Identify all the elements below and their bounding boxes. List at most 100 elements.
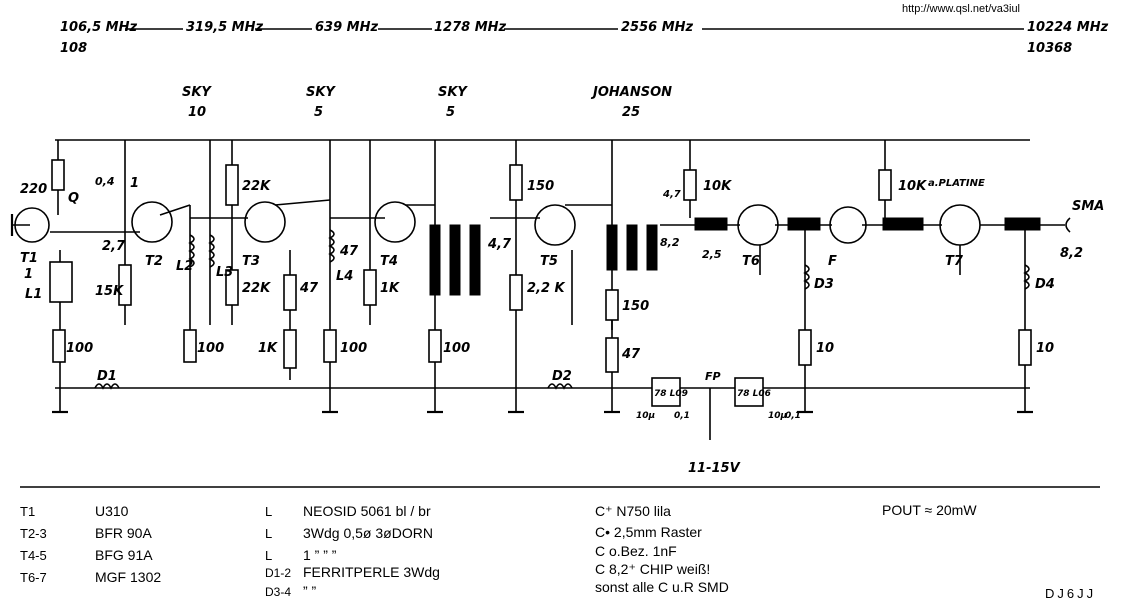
sky-number-2: 5 bbox=[314, 105, 323, 120]
bom-cap-note: C 8,2⁺ CHIP weiß! bbox=[595, 561, 710, 577]
inductor-l2 bbox=[188, 234, 195, 268]
label-r15k: 15K bbox=[95, 284, 124, 299]
label-t1: T1 bbox=[20, 251, 38, 266]
label-reg1: 78 L09 bbox=[654, 389, 688, 399]
bom-val: 1 ” ” ” bbox=[303, 547, 337, 563]
label-r100b: 100 bbox=[197, 341, 224, 356]
resistor-100d bbox=[428, 329, 442, 363]
bom-val: ” ” bbox=[303, 583, 317, 599]
bom-ref: L bbox=[265, 504, 272, 519]
filter-headers: SKY 10 SKY 5 SKY 5 JOHANSON 25 bbox=[182, 85, 672, 120]
label-f: F bbox=[828, 254, 837, 269]
label-r1ka: 1K bbox=[258, 341, 278, 356]
label-c4-7b: 4,7 bbox=[662, 189, 681, 200]
resistor-1ka bbox=[283, 329, 297, 369]
freq-6: 10224 MHz bbox=[1027, 20, 1109, 35]
label-r1kb: 1K bbox=[380, 281, 400, 296]
inductor-l1 bbox=[49, 261, 73, 303]
label-c10u2: 10µ bbox=[768, 411, 788, 421]
resistor-22ka bbox=[225, 164, 239, 206]
signature: DJ6JJ bbox=[1045, 586, 1096, 601]
johanson-label: JOHANSON bbox=[590, 85, 672, 100]
label-r220: 220 bbox=[20, 182, 47, 197]
label-t5: T5 bbox=[540, 254, 558, 269]
components bbox=[10, 159, 1071, 414]
label-c01b: 0,1 bbox=[785, 411, 801, 421]
bom-ref: T6-7 bbox=[20, 570, 47, 585]
label-d3: D3 bbox=[814, 277, 834, 292]
label-r47c: 47 bbox=[621, 347, 641, 362]
resistor-22kb bbox=[225, 269, 239, 306]
bom-val: U310 bbox=[95, 503, 129, 519]
bom-ref: T1 bbox=[20, 504, 35, 519]
label-r150b: 150 bbox=[622, 299, 649, 314]
bom-ref: T4-5 bbox=[20, 548, 47, 563]
component-labels: 220 Q 0,4 1 2,7 T1 1 L1 15K 100 D1 T2 L2… bbox=[20, 175, 1104, 476]
freq-6b: 10368 bbox=[1027, 41, 1072, 56]
label-q: Q bbox=[68, 191, 79, 206]
resistor-10a bbox=[798, 329, 812, 366]
resistor-10kb bbox=[878, 169, 892, 201]
stripline-2 bbox=[787, 217, 821, 231]
label-d1: D1 bbox=[97, 369, 117, 384]
label-fp: FP bbox=[705, 370, 721, 383]
bom-ref: D1-2 bbox=[265, 566, 291, 580]
label-t6: T6 bbox=[742, 254, 760, 269]
resonator-5 bbox=[626, 224, 638, 271]
resonator-3 bbox=[469, 224, 481, 296]
resonator-2 bbox=[449, 224, 461, 296]
freq-4: 1278 MHz bbox=[434, 20, 507, 35]
bom-val: FERRITPERLE 3Wdg bbox=[303, 564, 440, 580]
bom-ref: L bbox=[265, 526, 272, 541]
transistor-t2 bbox=[131, 201, 173, 243]
label-t1n: 1 bbox=[24, 267, 33, 282]
freq-3: 639 MHz bbox=[315, 20, 378, 35]
transistor-t3 bbox=[244, 201, 286, 243]
freq-1b: 108 bbox=[60, 41, 87, 56]
transistor-t4 bbox=[374, 201, 416, 243]
resistor-150b bbox=[605, 289, 619, 321]
sky-label-1: SKY bbox=[182, 85, 212, 100]
label-t4: T4 bbox=[380, 254, 398, 269]
resistor-15k bbox=[118, 264, 132, 306]
bom-cap-note: C• 2,5mm Raster bbox=[595, 524, 702, 540]
freq-2: 319,5 MHz bbox=[186, 20, 263, 35]
choke-d4 bbox=[1023, 264, 1030, 290]
resistor-47c bbox=[605, 337, 619, 373]
label-c0-4: 0,4 bbox=[95, 175, 115, 188]
bom-ref: L bbox=[265, 548, 272, 563]
label-c4-7: 4,7 bbox=[487, 237, 512, 252]
label-r100d: 100 bbox=[443, 341, 470, 356]
freq-5: 2556 MHz bbox=[621, 20, 694, 35]
transistor-t7 bbox=[939, 204, 981, 246]
sky-label-2: SKY bbox=[306, 85, 336, 100]
bom-ref: T2-3 bbox=[20, 526, 47, 541]
label-c10u: 10µ bbox=[636, 411, 656, 421]
resistor-220 bbox=[51, 159, 65, 191]
bom-ref: D3-4 bbox=[265, 585, 291, 599]
label-platine: a.PLATINE bbox=[928, 178, 985, 189]
label-r10ka: 10K bbox=[703, 179, 732, 194]
stripline-4 bbox=[1004, 217, 1041, 231]
transistor-t5 bbox=[534, 204, 576, 246]
label-sma: SMA bbox=[1072, 199, 1104, 214]
resonator-6 bbox=[646, 224, 658, 271]
bom-val: MGF 1302 bbox=[95, 569, 161, 585]
bom-val: NEOSID 5061 bl / br bbox=[303, 503, 431, 519]
stripline-3 bbox=[882, 217, 924, 231]
label-r150a: 150 bbox=[527, 179, 554, 194]
resistor-10b bbox=[1018, 329, 1032, 366]
stripline-1 bbox=[694, 217, 728, 231]
label-c1a: 1 bbox=[130, 176, 139, 191]
label-r100c: 100 bbox=[340, 341, 367, 356]
resistor-1kb bbox=[363, 269, 377, 306]
label-c2-7: 2,7 bbox=[102, 239, 126, 254]
label-r100a: 100 bbox=[66, 341, 93, 356]
pout-note: POUT ≈ 20mW bbox=[882, 502, 977, 518]
source-url: http://www.qsl.net/va3iul bbox=[902, 3, 1020, 15]
label-r10kb: 10K bbox=[898, 179, 927, 194]
label-l1: L1 bbox=[25, 287, 42, 302]
label-r10b: 10 bbox=[1036, 341, 1054, 356]
label-d4: D4 bbox=[1035, 277, 1055, 292]
resistor-2-2k bbox=[509, 274, 523, 311]
